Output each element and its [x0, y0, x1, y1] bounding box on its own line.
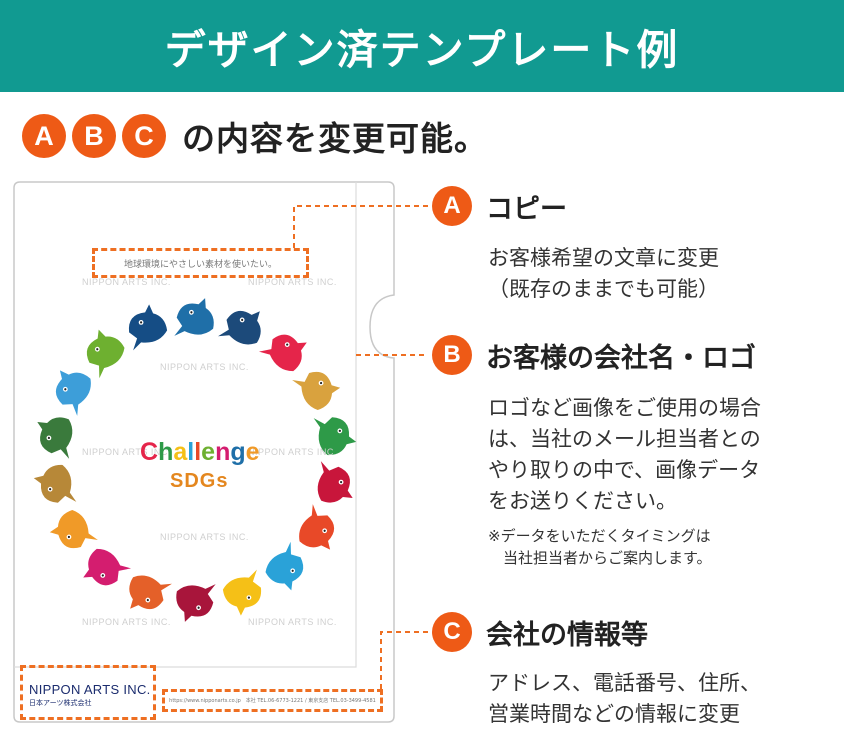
bird-icon: [299, 504, 335, 550]
section-c-body: アドレス、電話番号、住所、 営業時間などの情報に変更: [488, 668, 761, 730]
bird-icon: [86, 329, 125, 379]
bird-icon: [218, 310, 261, 345]
circle-letter-a: A: [432, 186, 472, 226]
watermark: NIPPON ARTS INC.: [248, 447, 337, 457]
bird-icon: [258, 334, 307, 372]
challenge-letter: l: [187, 438, 195, 466]
body-line: （既存のままでも可能）: [488, 277, 719, 301]
challenge-letter: a: [173, 438, 188, 466]
circle-letter-a: A: [22, 114, 66, 158]
subtitle-text: の内容を変更可能。: [182, 119, 488, 158]
section-a-body: お客様希望の文章に変更 （既存のままでも可能）: [488, 243, 719, 305]
challenge-letter: e: [245, 438, 260, 466]
watermark: NIPPON ARTS INC.: [82, 617, 171, 627]
header-banner: デザイン済テンプレート例: [0, 0, 844, 92]
body-line: ロゴなど画像をご使用の場合: [488, 396, 761, 420]
leader-line-c: [380, 631, 428, 689]
watermark: NIPPON ARTS INC.: [248, 617, 337, 627]
body-line: は、当社のメール担当者との: [488, 427, 761, 451]
company-logo-subname: 日本アーツ株式会社: [29, 699, 92, 707]
bird-ring: [33, 298, 357, 622]
challenge-letter: C: [140, 438, 159, 466]
bird-icon: [176, 584, 216, 622]
bird-icon: [128, 304, 168, 351]
folder-body: [13, 181, 395, 723]
bird-icon: [222, 569, 262, 616]
company-logo-area: NIPPON ARTS INC. 日本アーツ株式会社: [20, 665, 156, 720]
watermark: NIPPON ARTS INC.: [248, 277, 337, 287]
body-line: をお送りください。: [488, 489, 677, 513]
body-line: やり取りの中で、画像データ: [488, 458, 761, 482]
circle-letter-b: B: [72, 114, 116, 158]
bird-icon: [55, 370, 91, 416]
section-c-header: C 会社の情報等: [432, 612, 648, 652]
circle-letter-c: C: [122, 114, 166, 158]
bird-icon: [129, 575, 172, 610]
bird-icon: [292, 371, 341, 411]
section-b-title: お客様の会社名・ロゴ: [486, 342, 756, 374]
challenge-logo-text: Challenge: [140, 438, 260, 467]
circle-letter-c: C: [432, 612, 472, 652]
company-logo-name: NIPPON ARTS INC.: [29, 682, 151, 697]
copy-text: 地球環境にやさしい素材を使いたい。: [123, 259, 277, 270]
section-b-note: ※データをいただくタイミングは 当社担当者からご案内します。: [488, 525, 712, 569]
challenge-letter: g: [230, 438, 246, 466]
sdgs-text: SDGs: [170, 470, 229, 492]
banner-title: デザイン済テンプレート例: [164, 26, 680, 74]
section-a-header: A コピー: [432, 186, 567, 226]
challenge-letter: l: [194, 438, 202, 466]
leader-line-a: [293, 205, 428, 248]
watermark: NIPPON ARTS INC.: [82, 447, 171, 457]
watermark: NIPPON ARTS INC.: [160, 362, 249, 372]
circle-letter-b: B: [432, 335, 472, 375]
challenge-letter: n: [215, 438, 231, 466]
bird-icon: [265, 541, 304, 591]
copy-area: 地球環境にやさしい素材を使いたい。: [92, 248, 309, 278]
bird-icon: [33, 464, 77, 503]
watermark: NIPPON ARTS INC.: [160, 532, 249, 542]
challenge-letter: e: [201, 438, 216, 466]
section-b-body: ロゴなど画像をご使用の場合 は、当社のメール担当者との やり取りの中で、画像デー…: [488, 393, 761, 517]
note-line: 当社担当者からご案内します。: [488, 549, 712, 567]
body-line: アドレス、電話番号、住所、: [488, 671, 761, 695]
bird-icon: [83, 548, 132, 586]
folder-inner-edge: [14, 182, 357, 668]
company-info-area: https://www.nipponarts.co.jp 本社 TEL.06-6…: [162, 689, 383, 712]
bird-icon: [49, 509, 98, 549]
body-line: お客様希望の文章に変更: [488, 246, 719, 270]
subtitle-row: A B C の内容を変更可能。: [22, 110, 488, 162]
challenge-letter: h: [158, 438, 174, 466]
company-info-text: https://www.nipponarts.co.jp 本社 TEL.06-6…: [169, 698, 376, 704]
section-a-title: コピー: [486, 193, 567, 225]
bird-icon: [37, 417, 73, 459]
watermark: NIPPON ARTS INC.: [82, 277, 171, 287]
section-c-title: 会社の情報等: [486, 619, 648, 651]
bird-icon: [313, 417, 357, 456]
note-line: ※データをいただくタイミングは: [488, 527, 711, 545]
bird-icon: [174, 298, 214, 336]
section-b-header: B お客様の会社名・ロゴ: [432, 335, 756, 375]
body-line: 営業時間などの情報に変更: [488, 702, 740, 726]
bird-icon: [317, 461, 353, 503]
